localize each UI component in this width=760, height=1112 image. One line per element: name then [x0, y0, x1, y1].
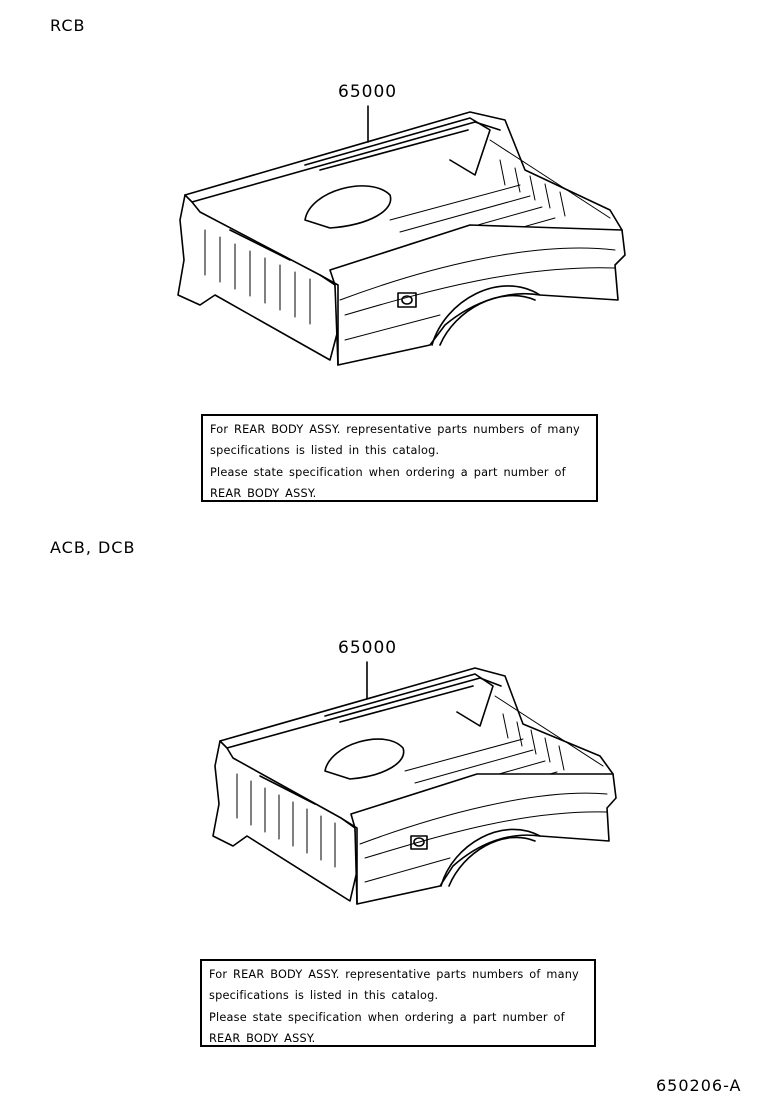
- note-line: specifications is listed in this catalog…: [209, 989, 439, 1003]
- truck-bed-drawing: [177, 105, 626, 366]
- section-label-acb-dcb: ACB, DCB: [50, 538, 136, 557]
- part-number-callout: 65000: [338, 638, 398, 658]
- truck-bed-illustration: [212, 661, 617, 905]
- diagram-reference-code: 650206-A: [656, 1076, 742, 1095]
- note-line: Please state specification when ordering…: [210, 465, 566, 479]
- note-line: specifications is listed in this catalog…: [210, 444, 440, 458]
- note-line: REAR BODY ASSY.: [210, 486, 317, 500]
- truck-bed-illustration: [177, 105, 626, 366]
- note-line: Please state specification when ordering…: [209, 1010, 565, 1024]
- note-box: For REAR BODY ASSY. representative parts…: [200, 959, 596, 1047]
- note-line: For REAR BODY ASSY. representative parts…: [210, 423, 580, 436]
- section-label-rcb: RCB: [50, 16, 86, 35]
- part-number-callout: 65000: [338, 82, 398, 102]
- note-line: REAR BODY ASSY.: [209, 1031, 316, 1045]
- truck-bed-drawing: [212, 661, 617, 905]
- note-box: For REAR BODY ASSY. representative parts…: [201, 414, 598, 502]
- note-line: For REAR BODY ASSY. representative parts…: [209, 968, 579, 981]
